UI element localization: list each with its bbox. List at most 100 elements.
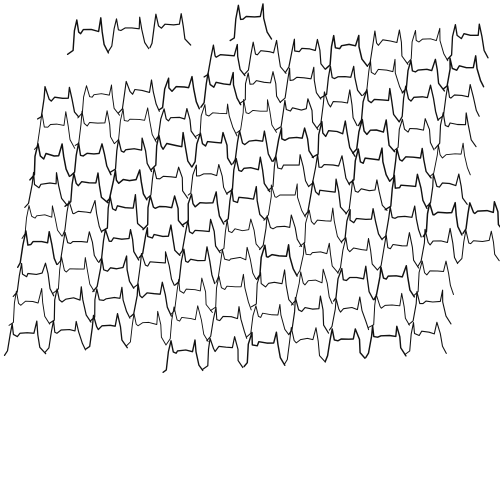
waveform-trace <box>328 296 370 331</box>
waveform-trace <box>29 142 71 181</box>
waveform-trace <box>3 320 47 357</box>
waveform-trace <box>366 29 409 67</box>
waveform-row <box>36 55 485 120</box>
waveform-trace <box>250 269 294 308</box>
waveform-trace <box>393 118 435 152</box>
waveform-trace <box>89 286 131 322</box>
waveform-trace <box>308 154 351 187</box>
waveform-trace <box>316 89 358 129</box>
waveform-trace <box>181 191 225 226</box>
waveform-trace <box>150 131 193 171</box>
waveform-trace <box>229 3 273 42</box>
waveform-trace <box>320 65 363 99</box>
waveform-trace <box>219 218 261 252</box>
waveform-trace <box>154 108 197 141</box>
waveform-trace <box>16 230 58 269</box>
waveform-trace <box>236 99 277 134</box>
waveform-row <box>3 289 452 357</box>
waveform-trace <box>362 58 403 96</box>
waveform-trace <box>107 16 150 53</box>
waveform-trace <box>434 112 477 150</box>
waveform-trace <box>85 313 128 350</box>
waveform-trace <box>389 147 432 182</box>
waveform-trace <box>462 200 500 235</box>
waveform-trace <box>304 178 348 217</box>
waveform-trace <box>429 142 471 178</box>
waveform-trace <box>129 281 173 318</box>
waveform-trace <box>288 295 330 336</box>
waveform-trace <box>66 17 110 56</box>
waveform-trace <box>246 304 290 338</box>
waveform-trace <box>138 224 181 259</box>
waveform-trace <box>48 286 92 324</box>
waveform-trace <box>263 183 306 221</box>
waveform-trace <box>24 171 68 208</box>
waveform-trace <box>311 120 356 158</box>
waveform-trace <box>106 169 148 203</box>
waveform-trace <box>62 199 103 237</box>
waveform-trace <box>146 166 189 199</box>
waveform-trace <box>12 262 55 298</box>
waveform-trace <box>299 207 343 247</box>
waveform-trace <box>417 227 459 268</box>
waveform-row <box>12 227 500 298</box>
waveform-trace <box>44 320 87 353</box>
waveform-trace <box>165 305 209 345</box>
waveform-trace <box>324 328 366 363</box>
waveform-trace <box>8 288 51 326</box>
waveform-trace <box>408 289 452 326</box>
waveform-trace <box>226 156 271 194</box>
waveform-trace <box>284 326 326 365</box>
waveform-trace <box>77 84 120 119</box>
waveform-trace <box>425 173 468 208</box>
waveform-trace <box>401 58 446 94</box>
waveform-trace <box>209 273 252 312</box>
waveform-trace <box>98 228 140 263</box>
waveform-trace <box>202 336 244 370</box>
waveform-trace <box>194 103 238 137</box>
waveform-trace <box>113 107 157 145</box>
waveform-trace <box>255 244 298 281</box>
waveform-trace <box>118 79 160 114</box>
waveform-trace <box>345 179 388 215</box>
waveform-trace <box>162 339 204 373</box>
waveform-trace <box>279 66 322 103</box>
waveform-trace <box>337 237 378 274</box>
waveform-trace <box>367 292 410 328</box>
waveform-trace <box>259 214 303 251</box>
waveform-trace <box>21 205 63 239</box>
waveform-trace <box>437 84 480 121</box>
waveform-trace <box>376 232 420 271</box>
waveform-row <box>8 260 454 326</box>
waveform-trace <box>126 310 167 347</box>
waveform-trace <box>243 331 286 368</box>
waveform-row <box>24 142 471 208</box>
waveform-trace <box>191 131 233 168</box>
waveform-trace <box>404 321 447 356</box>
waveform-trace <box>290 268 333 306</box>
waveform-trace <box>74 110 115 146</box>
waveform-trace <box>243 39 287 75</box>
waveform-row <box>16 200 500 269</box>
waveform-trace <box>413 260 454 297</box>
waveform-trace <box>275 98 319 131</box>
waveform-row <box>66 3 273 56</box>
waveform-trace <box>149 13 192 49</box>
waveform-trace <box>132 251 175 289</box>
waveform-trace <box>272 127 315 162</box>
waveform-trace <box>206 306 248 342</box>
waveform-row <box>29 112 477 181</box>
waveform-trace <box>200 71 242 108</box>
waveform-trace <box>341 208 383 243</box>
waveform-trace <box>381 205 422 240</box>
waveform-trace <box>348 147 391 185</box>
waveform-trace <box>324 34 369 70</box>
waveform-trace <box>373 264 416 301</box>
waveform-trace <box>352 118 396 154</box>
waveform-trace <box>36 86 80 120</box>
waveform-trace <box>174 246 216 286</box>
waveform-trace <box>52 256 95 294</box>
waveform-trace <box>357 87 400 127</box>
waveform-trace <box>179 218 221 255</box>
waveform-trace <box>239 71 281 105</box>
